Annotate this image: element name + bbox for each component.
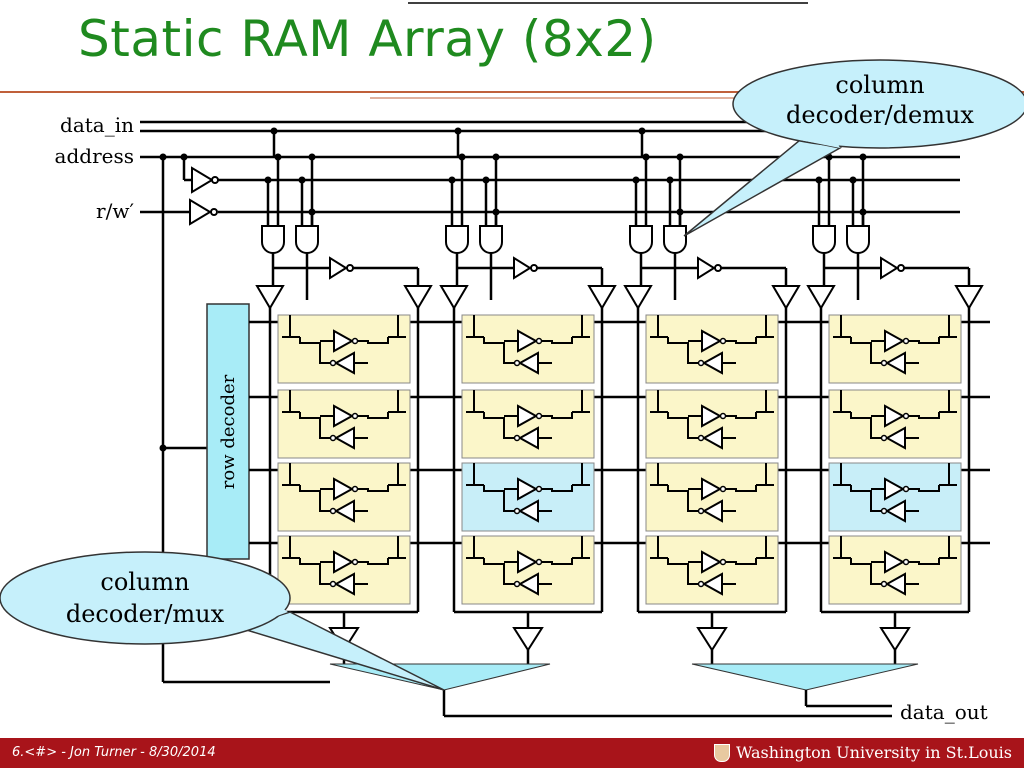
row-decoder-label: row decoder [218,374,239,489]
write-driver [587,285,617,310]
and-gate [812,225,836,254]
inverter [329,256,348,280]
memory-column [623,127,801,664]
memory-cell [645,389,779,459]
memory-column [255,127,433,664]
write-driver [771,285,801,310]
memory-cell [828,462,962,532]
inverter [880,256,899,280]
memory-cell [277,389,411,459]
and-gate [629,225,653,254]
mux-callout-line1: column [100,568,189,596]
and-gate [445,225,469,254]
row-decoder [206,303,250,560]
memory-cell [461,535,595,605]
write-driver [255,285,285,310]
memory-cell [277,535,411,605]
memory-column [439,127,617,664]
memory-column [806,127,984,664]
and-gate [261,225,285,254]
column-mux-left [329,663,551,691]
sense-amp [512,627,544,652]
memory-cell [645,314,779,384]
memory-cell [461,314,595,384]
data-out-label: data_out [900,700,988,724]
memory-cell [828,535,962,605]
inverter [697,256,716,280]
and-gate [295,225,319,254]
sense-amp [879,627,911,652]
data-in-label: data_in [60,113,134,137]
demux-callout-line2: decoder/demux [786,101,974,129]
inverter [513,256,532,280]
demux-callout: column decoder/demux [683,59,1024,237]
memory-cell [461,389,595,459]
footer-university: Washington University in St.Louis [713,743,1012,762]
address-label: address [55,144,134,168]
write-driver [954,285,984,310]
rw-label: r/w′ [96,199,134,223]
and-gate [663,225,687,254]
memory-cell [645,462,779,532]
column-mux-right [691,663,919,691]
memory-cell [828,389,962,459]
and-gate [846,225,870,254]
mux-callout-line2: decoder/mux [66,600,225,628]
write-driver [439,285,469,310]
and-gate [479,225,503,254]
memory-cell [461,462,595,532]
write-driver [623,285,653,310]
memory-columns [255,127,984,664]
memory-cell [828,314,962,384]
address-inverter [191,166,219,194]
sense-amp [696,627,728,652]
university-shield-icon [713,743,730,762]
footer-bar: 6.<#> - Jon Turner - 8/30/2014 Washingto… [0,738,1024,768]
memory-cell [277,462,411,532]
memory-cell [277,314,411,384]
footer-slide-info: 6.<#> - Jon Turner - 8/30/2014 [12,745,216,760]
memory-cell [645,535,779,605]
sram-array-diagram: data_in address r/w′ row decoder data_ou… [0,2,1024,724]
demux-callout-line1: column [835,71,924,99]
write-driver [403,285,433,310]
mux-callout: column decoder/mux [0,551,445,691]
footer-university-name: Washington University in St.Louis [735,743,1012,762]
slide-title: Static RAM Array (8x2) [78,10,657,68]
rw-inverter [189,198,218,226]
write-driver [806,285,836,310]
